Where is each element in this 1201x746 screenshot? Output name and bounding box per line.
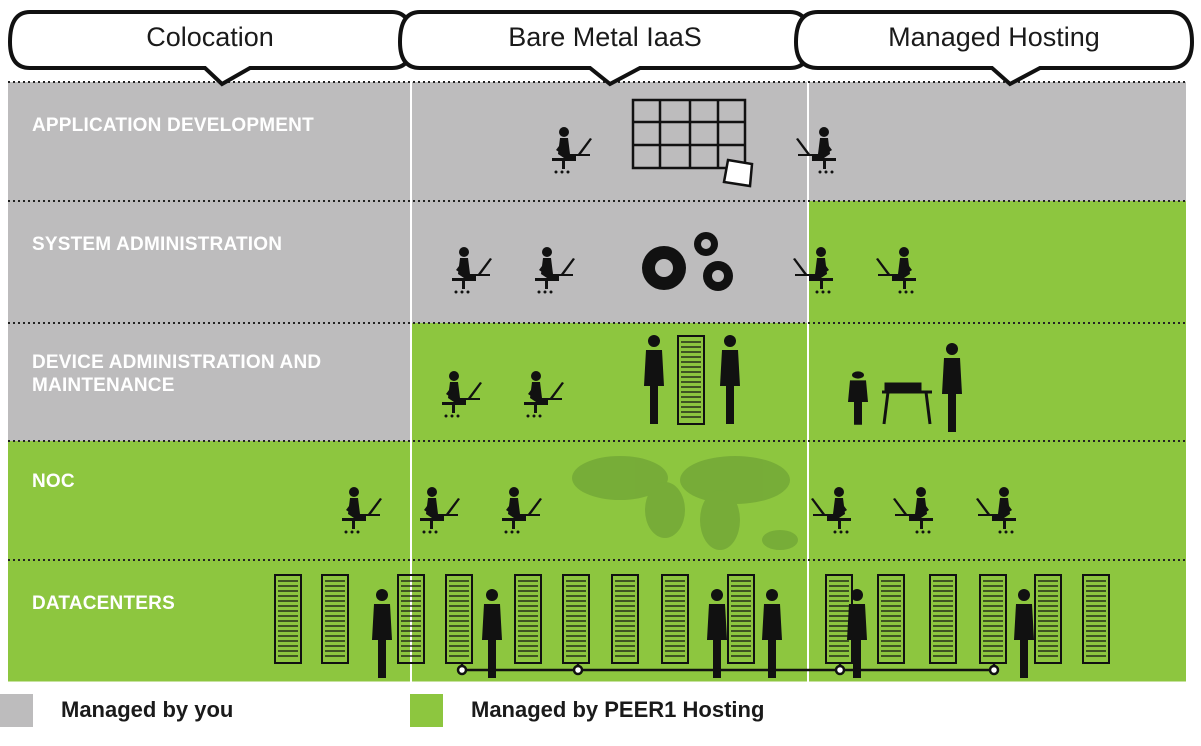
gears-icon (642, 232, 733, 291)
row-backgrounds (8, 82, 1186, 682)
tab-managed-bubble (793, 10, 1195, 87)
world-map-icon (572, 456, 798, 550)
row-label-datacenters: DATACENTERS (32, 593, 175, 614)
row1-icons (552, 98, 836, 188)
legend-swatch-green (410, 693, 443, 727)
row-label-system-administration: SYSTEM ADMINISTRATION (32, 234, 283, 255)
row-dividers (8, 81, 1186, 561)
tab-bubbles (7, 10, 1195, 87)
row1-bg (8, 82, 1186, 201)
workbench-icon (882, 382, 932, 425)
tab-colocation: Colocation (146, 22, 274, 52)
row4-bg (8, 441, 1186, 560)
row4-icons (342, 456, 1016, 550)
legend-label: Managed by you (61, 697, 234, 722)
row-label-noc: NOC (32, 471, 75, 492)
row-label-device-administration: DEVICE ADMINISTRATION AND MAINTENANCE (32, 352, 322, 396)
row3-icons (442, 335, 962, 432)
legend-managed-by-peer1: Managed by PEER1 Hosting (410, 693, 764, 727)
legend-managed-by-you: Managed by you (0, 693, 233, 727)
row-label-application-development: APPLICATION DEVELOPMENT (32, 115, 314, 136)
row2-bg-managed-by-peer1 (808, 201, 1186, 323)
row5-icons (274, 574, 1110, 678)
column-dividers (410, 82, 809, 682)
tab-bare-metal-iaas: Bare Metal IaaS (508, 22, 702, 52)
row3-bg-managed-by-you (8, 323, 411, 441)
row5-bg (8, 560, 1186, 682)
network-line-icon (456, 662, 1000, 676)
tab-managed-hosting: Managed Hosting (888, 22, 1100, 52)
legend-swatch-gray (0, 693, 33, 727)
row3-bg-managed-by-peer1 (411, 323, 1186, 441)
puzzle-icon (631, 98, 754, 188)
row2-icons (452, 232, 916, 294)
row2-bg-managed-by-you (8, 201, 808, 323)
legend-label: Managed by PEER1 Hosting (471, 697, 765, 722)
